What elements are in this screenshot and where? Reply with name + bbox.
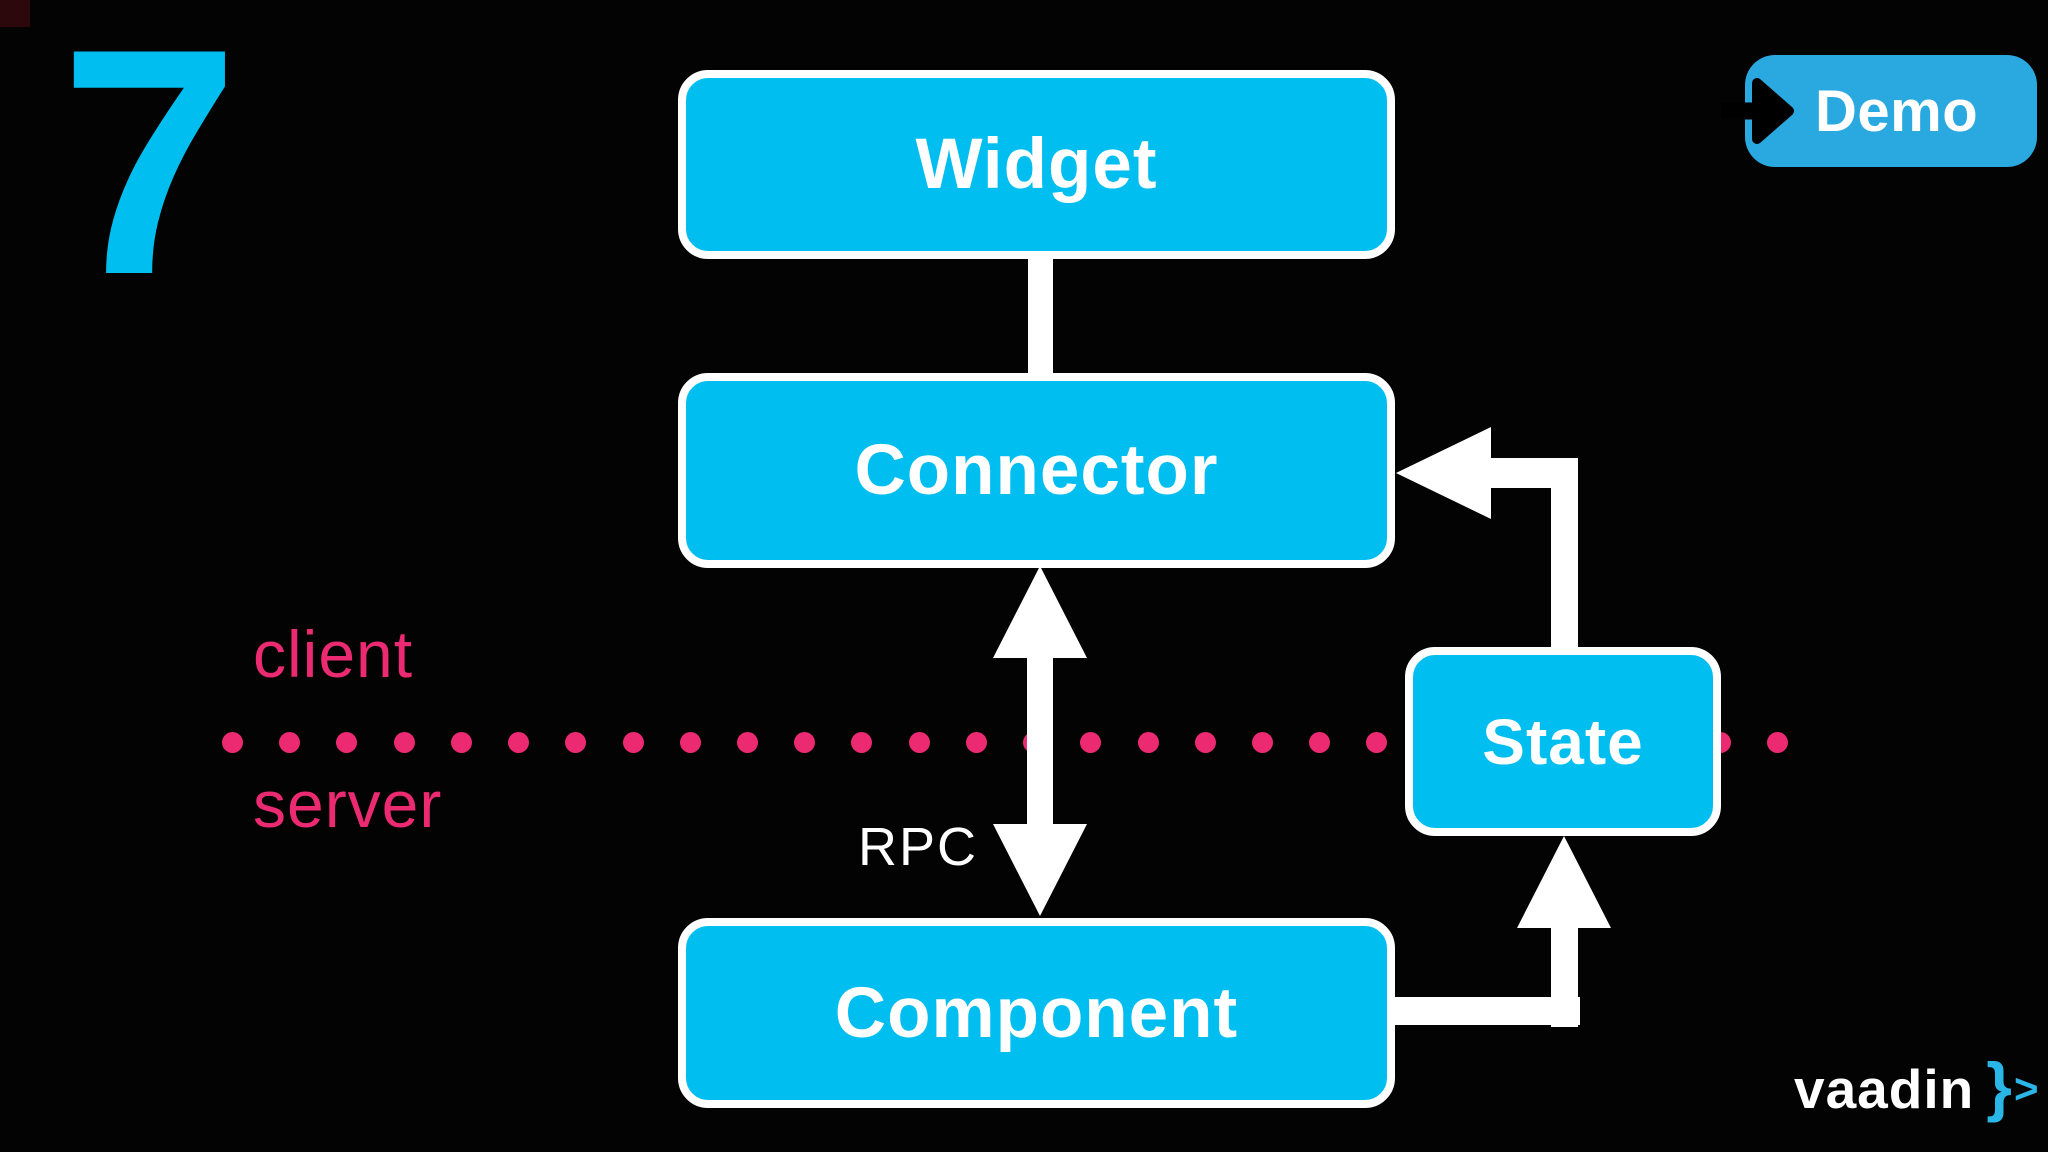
- divider-dot: [1309, 731, 1331, 753]
- divider-dot: [736, 731, 758, 753]
- demo-button[interactable]: Demo: [1721, 55, 2037, 167]
- connector-box-label: Connector: [854, 431, 1219, 510]
- component-to-state-horizontal: [1390, 997, 1580, 1025]
- divider-dot: [965, 731, 987, 753]
- vaadin-wordmark: vaadin: [1794, 1057, 1975, 1120]
- arrow-up-head: [993, 566, 1087, 658]
- divider-dot: [508, 731, 530, 753]
- divider-dot: [1080, 731, 1102, 753]
- state-box-label: State: [1482, 705, 1644, 778]
- divider-dot: [794, 731, 816, 753]
- divider-dot: [908, 731, 930, 753]
- server-label: server: [253, 767, 443, 841]
- widget-to-connector-line: [1028, 256, 1053, 376]
- component-box-label: Component: [834, 973, 1239, 1053]
- divider-dot: [393, 731, 415, 753]
- slide-number: 7: [60, 0, 239, 342]
- vaadin-chevron-icon: >: [2013, 1065, 2039, 1112]
- divider-dot: [1137, 731, 1159, 753]
- arrow-right-icon: [1721, 78, 1794, 144]
- divider-dot: [450, 731, 472, 753]
- connector-component-arrow-shaft: [1027, 652, 1053, 828]
- vaadin-brace-icon: }: [1986, 1049, 2012, 1123]
- state-box: State: [1405, 647, 1721, 836]
- widget-box: Widget: [678, 70, 1395, 259]
- arrow-down-head: [993, 824, 1087, 916]
- vaadin-logo: vaadin } >: [1794, 1049, 2039, 1123]
- divider-dot: [1194, 731, 1216, 753]
- corner-artifact: [0, 0, 30, 27]
- rpc-label: RPC: [858, 817, 979, 877]
- divider-dot: [336, 731, 358, 753]
- component-to-state-arrowhead: [1517, 836, 1611, 928]
- state-to-connector-horizontal: [1489, 458, 1578, 488]
- divider-dot: [1766, 731, 1788, 753]
- divider-dot: [279, 731, 301, 753]
- component-box: Component: [678, 918, 1395, 1108]
- demo-button-label: Demo: [1815, 78, 1979, 144]
- divider-dot: [1251, 731, 1273, 753]
- divider-dot: [851, 731, 873, 753]
- divider-dot: [679, 731, 701, 753]
- widget-box-label: Widget: [915, 125, 1158, 204]
- client-label: client: [253, 617, 414, 691]
- divider-dot: [622, 731, 644, 753]
- state-to-connector-arrowhead: [1396, 427, 1491, 519]
- connector-box: Connector: [678, 373, 1395, 568]
- divider-dot: [565, 731, 587, 753]
- divider-dot: [222, 731, 243, 753]
- divider-dot: [1366, 731, 1388, 753]
- component-to-state-vertical: [1551, 922, 1578, 1027]
- state-to-connector-vertical: [1551, 483, 1578, 650]
